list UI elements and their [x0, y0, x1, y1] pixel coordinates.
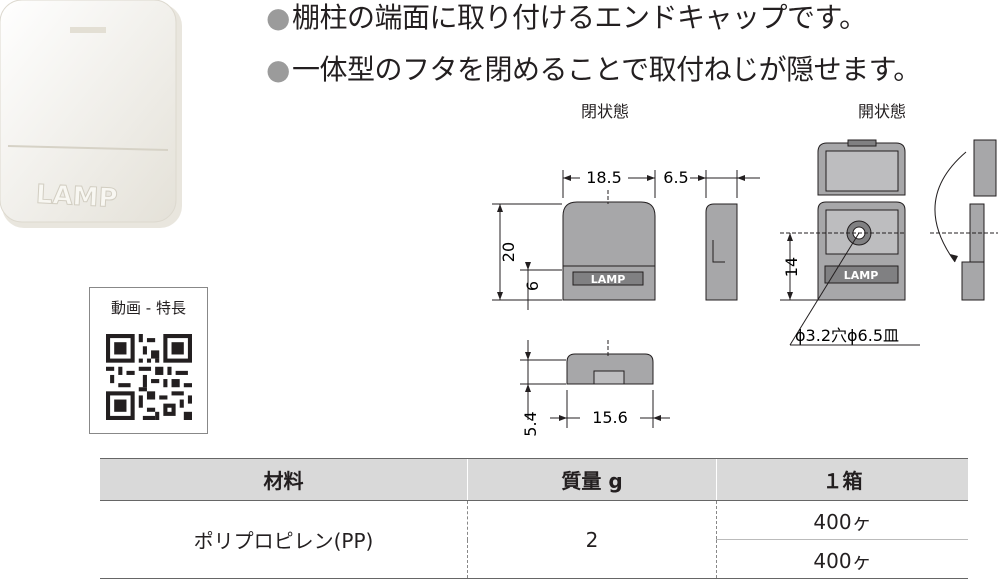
feature-text-2: 一体型のフタを閉めることで取付ねじが隠せます。	[291, 53, 921, 86]
closed-view-logo: LAMP	[591, 273, 626, 286]
dim-open-height: 14	[782, 257, 801, 277]
dim-hole: ϕ3.2穴ϕ6.5皿	[795, 326, 899, 345]
product-logo: LAMP	[35, 180, 118, 214]
open-view-label: 開状態	[858, 102, 907, 121]
cell-mass: 2	[467, 500, 717, 579]
product-photo: LAMP	[0, 0, 182, 228]
header-box: １箱	[716, 458, 968, 501]
dim-lower: 6	[523, 281, 542, 291]
qr-code-panel[interactable]: 動画 - 特長	[89, 287, 208, 434]
technical-drawing: LAMP LAMP 18.5 6.5 20 6 5.4 15.6 14 ϕ3.2…	[492, 139, 998, 437]
feature-bullet-2: ●一体型のフタを閉めることで取付ねじが隠せます。	[266, 52, 921, 88]
qr-title: 動画 - 特長	[111, 299, 186, 317]
dim-width: 18.5	[586, 168, 622, 187]
feature-bullet-1: ●棚柱の端面に取り付けるエンドキャップです。	[266, 0, 867, 36]
bullet-mark: ●	[266, 53, 290, 86]
table-header-row: 材料 質量 g １箱	[100, 458, 968, 501]
dim-height: 20	[499, 242, 518, 262]
header-mass: 質量 g	[467, 458, 717, 501]
bullet-mark: ●	[266, 1, 290, 34]
header-material: 材料	[100, 458, 468, 501]
cell-box-2: 400ヶ	[716, 539, 968, 579]
open-view-logo: LAMP	[844, 269, 879, 282]
cell-box-1: 400ヶ	[716, 500, 968, 540]
dim-depth: 6.5	[663, 168, 688, 187]
cell-material: ポリプロピレン(PP)	[100, 500, 468, 579]
feature-text-1: 棚柱の端面に取り付けるエンドキャップです。	[291, 1, 867, 34]
table-row: ポリプロピレン(PP) 2 400ヶ	[100, 500, 968, 579]
qr-code[interactable]	[106, 334, 192, 420]
spec-table: 材料 質量 g １箱 ポリプロピレン(PP) 2 400ヶ 400ヶ	[100, 458, 968, 579]
dim-bottom-width: 15.6	[592, 408, 628, 427]
closed-view-label: 閉状態	[581, 102, 630, 121]
dim-bottom-height: 5.4	[521, 411, 540, 436]
